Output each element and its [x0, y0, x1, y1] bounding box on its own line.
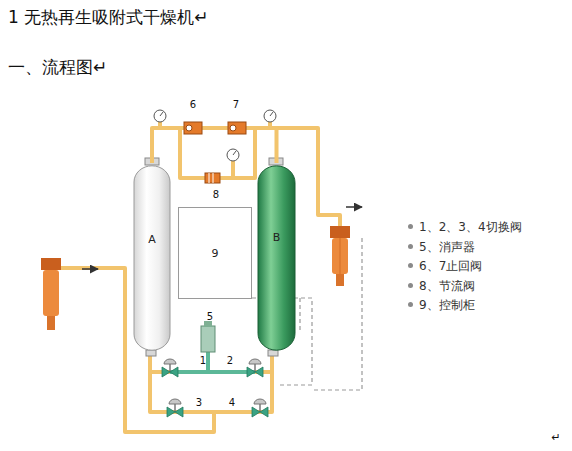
pressure-gauge: [264, 110, 276, 122]
throttle-valve: [205, 173, 220, 183]
air-pipe-connector: [152, 128, 277, 163]
inlet-filter: [41, 258, 61, 330]
callout-number: 7: [233, 99, 239, 110]
legend-item: 5、消声器: [408, 240, 475, 254]
tower-nozzle: [146, 350, 156, 356]
switching-valve: [162, 367, 178, 377]
switching-valve: [254, 399, 266, 404]
control-cabinet: 9: [178, 207, 252, 299]
purge-pipe: [206, 352, 210, 372]
throttle-valve: [205, 173, 220, 183]
muffler: [204, 321, 212, 327]
air-pipe: [231, 161, 235, 178]
node-label: B: [257, 231, 296, 245]
callout-number: 4: [229, 397, 235, 408]
switching-valve: [167, 407, 183, 417]
tower-outline: [134, 166, 170, 350]
switching-valve: [169, 399, 181, 404]
pressure-gauge: [154, 110, 276, 161]
air-pipe: [180, 128, 255, 178]
tower-nozzle: [268, 350, 278, 356]
outlet-filter: [340, 238, 341, 274]
inlet-filter: [43, 270, 59, 316]
switching-valve: [174, 404, 176, 412]
check-valve: [184, 122, 246, 134]
legend-item: 1、2、3、4切换阀: [408, 220, 522, 234]
switching-valve: [167, 399, 183, 417]
switching-valve: [254, 364, 256, 372]
switching-valve: [252, 399, 268, 417]
callout-number: ↵: [551, 432, 560, 444]
legend-item: 8、节流阀: [408, 279, 475, 293]
check-valve: [230, 125, 236, 131]
pressure-gauge: [270, 112, 273, 116]
dashed-control-line: [312, 238, 362, 390]
purge-pipe: [170, 370, 255, 374]
check-valve: [186, 125, 192, 131]
legend-bullet: [408, 283, 413, 288]
legend-bullet: [408, 263, 413, 268]
legend-bullet: [408, 244, 413, 249]
dashed-control-line: [299, 298, 300, 330]
outlet-filter: [336, 274, 344, 286]
switching-valve: [247, 359, 263, 377]
legend-item: 6、7止回阀: [408, 259, 482, 273]
switching-valve: [169, 364, 171, 372]
throttle-valve: [209, 173, 213, 183]
node-label: 9: [178, 247, 252, 261]
legend-text: 8、节流阀: [419, 279, 475, 293]
legend-text: 9、控制柜: [419, 298, 475, 312]
switching-valve: [164, 359, 176, 364]
air-pipe: [150, 352, 272, 412]
inlet-filter: [41, 258, 61, 270]
legend-bullet: [408, 302, 413, 307]
switching-valve: [162, 359, 268, 417]
check-valve: [228, 122, 246, 134]
switching-valve: [162, 359, 178, 377]
callout-number: 6: [190, 99, 196, 110]
switching-valve: [259, 404, 261, 412]
switching-valve: [252, 407, 268, 417]
dryer-tower: B: [257, 163, 296, 353]
muffler: [201, 321, 215, 352]
flow-arrow: [346, 206, 362, 208]
legend-text: 6、7止回阀: [419, 259, 482, 273]
legend-text: 5、消声器: [419, 240, 475, 254]
switching-valve: [247, 367, 263, 377]
switching-valve: [249, 359, 261, 364]
legend-text: 1、2、3、4切换阀: [419, 220, 522, 234]
legend-bullet: [408, 224, 413, 229]
inlet-filter: [47, 316, 55, 330]
outlet-filter: [330, 226, 350, 238]
callout-number: 5: [207, 311, 213, 322]
pressure-gauge: [233, 151, 236, 155]
section-heading: 一、流程图↵: [8, 58, 107, 77]
page-title: 1 无热再生吸附式干燥机↵: [8, 8, 208, 27]
muffler: [201, 326, 215, 352]
air-pipe: [52, 122, 340, 432]
dryer-tower: A: [133, 163, 171, 353]
pressure-gauge: [154, 110, 166, 122]
callout-number: 3: [196, 397, 202, 408]
check-valve: [184, 122, 202, 134]
callout-number: 2: [227, 355, 233, 366]
callout-number: 1: [200, 355, 206, 366]
node-label: A: [133, 233, 171, 247]
pressure-gauge: [227, 149, 239, 161]
node-outline: [257, 163, 296, 353]
pressure-gauge: [160, 112, 163, 116]
tower-outline: [258, 166, 295, 350]
outlet-filter: [330, 226, 350, 286]
outlet-filter: [332, 238, 348, 274]
purge-pipe: [170, 352, 255, 372]
node-outline: [133, 163, 171, 353]
callout-number: 8: [213, 189, 219, 200]
flow-arrow: [82, 268, 98, 270]
cabinet-outline: [179, 208, 252, 299]
legend-item: 9、控制柜: [408, 298, 475, 312]
